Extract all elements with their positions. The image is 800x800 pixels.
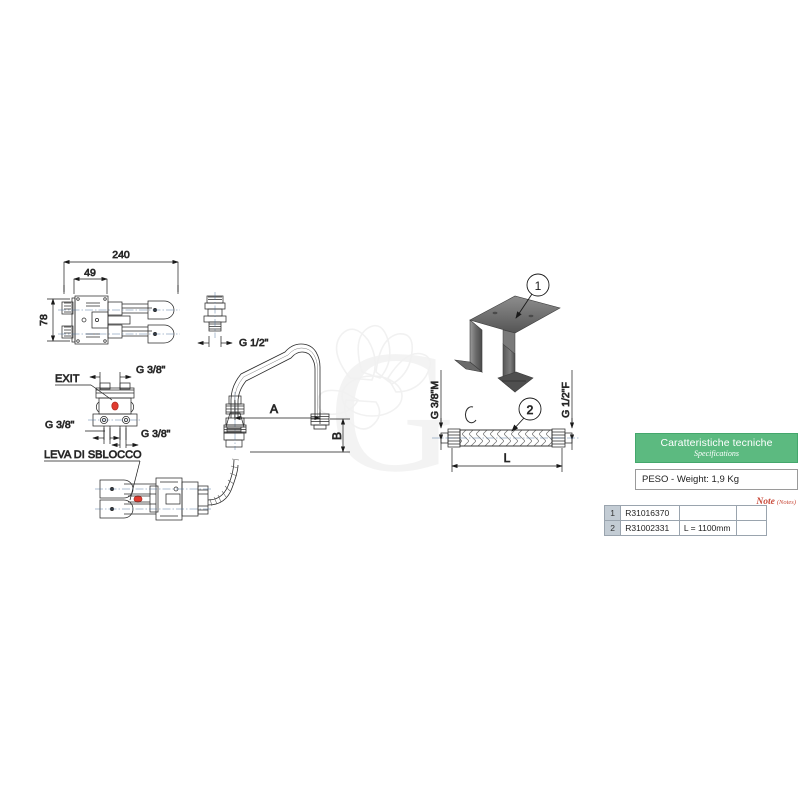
spec-title-italian: Caratteristiche tecniche [660,437,773,449]
mounting-bracket-3d: 1 [453,273,561,393]
dimension-49 [73,276,108,294]
dim-label-l: L [504,451,511,465]
specifications-panel: Caratteristiche tecniche Specifications … [603,433,798,536]
part-code-cell: R31002331 [620,520,680,536]
part-code-cell: R31016370 [620,505,680,521]
spec-title-english: Specifications [694,449,739,459]
thread-label-g38-left: G 3/8" [45,419,75,431]
part-number-cell: 2 [603,520,622,536]
part-note-cell [736,520,767,536]
part-desc-cell: L = 1100mm [678,520,738,536]
part-desc-cell [678,505,738,521]
background-watermark: G [317,314,455,508]
thread-label-g12: G 1/2" [239,337,269,349]
dim-label-49: 49 [84,267,96,279]
callout-1-label: 1 [535,279,542,293]
thread-label-g38m: G 3/8"M [429,381,441,419]
callout-2-label: 2 [527,403,534,417]
note-column-header: Note(Notes) [756,491,796,509]
table-row: 1 R31016370 [603,505,767,521]
valve-assembly-with-hose-view [95,392,245,521]
dim-label-78: 78 [38,314,50,326]
dim-label-b: B [330,432,344,440]
dim-label-a: A [270,402,278,416]
thread-label-g38-right: G 3/8" [141,428,171,440]
swivel-spout-side-view: A B [223,343,350,453]
valve-assembly-top-view: 240 49 78 [38,249,180,345]
flexible-hose-side-view: G 3/8"M G 1/2"F C [429,370,580,472]
thread-label-g38-top: G 3/8" [136,364,166,376]
label-exit: EXIT [55,373,80,385]
spec-panel-header: Caratteristiche tecniche Specifications [635,433,798,464]
dimension-78 [47,298,70,342]
note-label-italian: Note [756,497,775,507]
valve-assembly-front-view: G 3/8" EXIT [44,364,171,501]
dimension-240 [63,259,179,294]
label-leva-di-sblocco: LEVA DI SBLOCCO [44,449,142,461]
inlet-fitting-detail: G 1/2" [197,292,269,349]
note-label-english: (Notes) [776,499,796,506]
table-row: 2 R31002331 L = 1100mm [603,520,767,536]
thread-label-g12f: G 1/2"F [560,382,572,418]
weight-row: PESO - Weight: 1,9 Kg [635,469,798,491]
parts-table: 1 R31016370 2 R31002331 L = 1100mm [603,505,767,536]
part-number-cell: 1 [603,505,622,521]
dim-label-240: 240 [112,249,130,261]
part-note-cell [736,505,767,521]
